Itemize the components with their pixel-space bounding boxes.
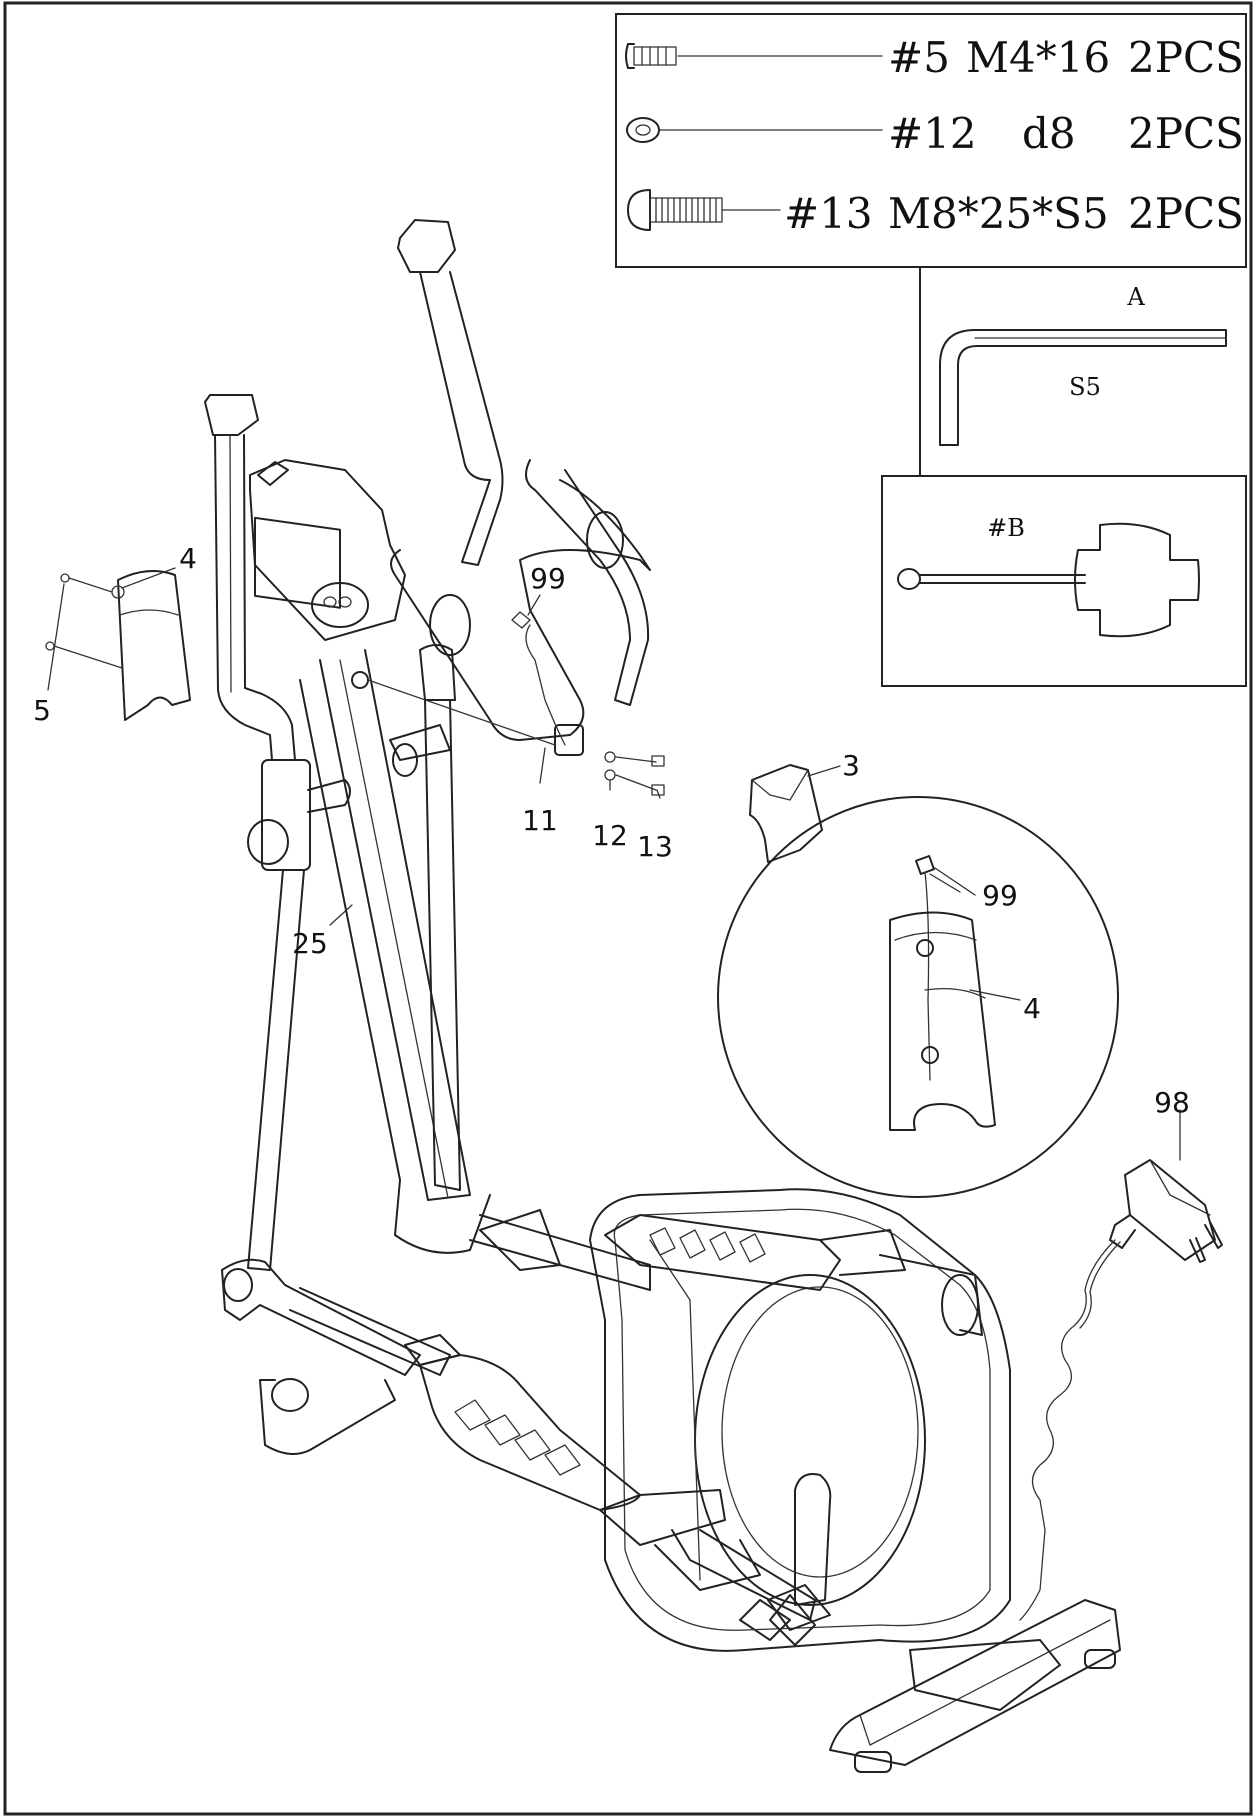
bolt-short-icon (625, 43, 677, 69)
bolt-long-icon (627, 189, 723, 231)
left-pedal-arm (289, 1287, 451, 1376)
callout-11: 11 (522, 804, 558, 837)
part-number: #5 (888, 33, 950, 82)
callout-5: 5 (33, 694, 51, 727)
sensor-wire (915, 855, 961, 1081)
wrench-label: #B (987, 514, 1025, 542)
right-handlebar (397, 219, 504, 566)
side-cover-detail-part-4 (889, 911, 996, 1131)
power-adapter (1019, 1109, 1223, 1621)
left-handlebar (204, 394, 296, 761)
allen-key-label-top: A (1126, 283, 1145, 311)
base-frame (221, 1179, 1121, 1773)
parts-list-box: #5 M4*16 2PCS #12 d8 2PCS #13 (615, 13, 1247, 268)
callout-4: 4 (179, 542, 197, 575)
side-cover-part-4 (45, 570, 191, 721)
bolt-washer-group (351, 611, 665, 796)
multi-wrench-icon (897, 522, 1200, 638)
allen-key-size-label: S5 (1069, 373, 1101, 401)
callout-4-detail: 4 (1023, 992, 1041, 1025)
part-size: M8*25*S5 (888, 189, 1109, 238)
part-number: #12 (888, 109, 977, 158)
part-size: M4*16 (966, 33, 1110, 82)
callout-labels: 4 5 99 11 12 13 3 25 99 4 98 (33, 542, 1190, 1119)
allen-key-box: A S5 (919, 266, 1227, 477)
elliptical-trainer-drawing (45, 219, 1121, 1773)
callout-99: 99 (530, 562, 566, 595)
callout-98: 98 (1154, 1086, 1190, 1119)
callout-3: 3 (842, 749, 860, 782)
left-pedal (404, 1334, 726, 1546)
part-size: d8 (1022, 109, 1076, 158)
left-lower-arm (247, 869, 305, 1271)
callout-leaders (121, 567, 1021, 1001)
washer-icon (626, 117, 660, 143)
center-mast (299, 644, 471, 1201)
part-number: #13 (784, 189, 873, 238)
right-pedal (604, 1214, 906, 1291)
wrench-box: #B (881, 475, 1247, 687)
detail-circle (717, 796, 1119, 1198)
callout-12: 12 (592, 819, 628, 852)
page-border (3, 1, 1253, 1816)
part-qty: 2PCS (1128, 189, 1244, 238)
console (249, 459, 406, 641)
allen-key-icon (939, 329, 1227, 446)
part-qty: 2PCS (1128, 109, 1244, 158)
callout-25: 25 (292, 927, 328, 960)
end-cap-part-3 (749, 764, 823, 863)
callout-13: 13 (637, 830, 673, 863)
part-qty: 2PCS (1128, 33, 1244, 82)
right-moving-handle (390, 459, 651, 756)
callout-99-detail: 99 (982, 879, 1018, 912)
flywheel-housing (589, 1188, 1011, 1652)
